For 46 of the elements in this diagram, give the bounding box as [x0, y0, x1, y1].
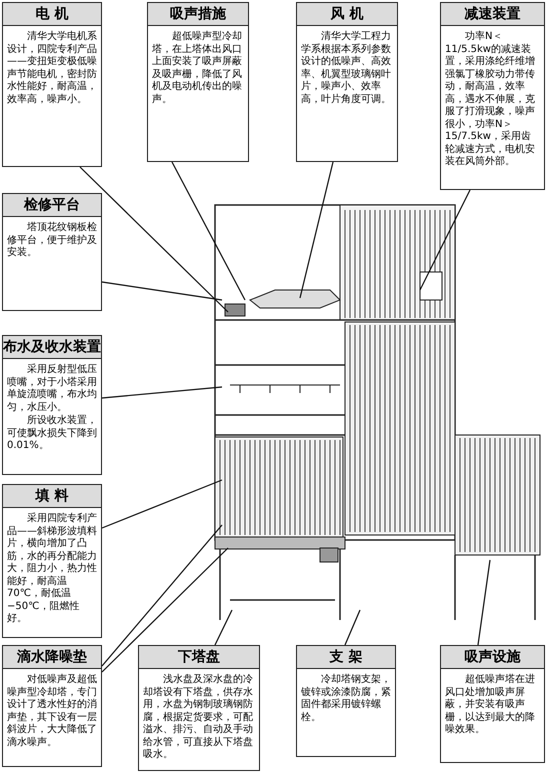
callout-text: 采用四院专利产品——斜梯形波填料片，横向增加了凸筋，水的再分配能力大，阻力小，热力性能好，耐高温70℃，耐低温−50℃，阻燃性好。	[6, 512, 98, 626]
callout-box	[2, 193, 102, 311]
callout-text: 浅水盘及深水盘的冷却塔设有下塔盘，供存水用，水盘为钢制玻璃钢防腐，根据定货要求，可配溢水、排污、自动及手动给水管，可直接从下塔盘吸水。	[142, 672, 254, 762]
leader-line	[419, 190, 471, 290]
callout-text: 清华大学工程力学系根据本系列参数设计的低噪声、高效率、机翼型玻璃钢叶片，噪声小、效率高，叶片角度可调。	[300, 30, 392, 106]
callout-text: 清华大学电机系设计，四院专利产品——变扭矩变极低噪声节能电机，密封防水性能好，耐高温，效率高，噪声小。	[6, 30, 98, 106]
leader-line	[214, 610, 233, 646]
leader-line	[102, 548, 228, 672]
callout-text: 对低噪声及超低噪声型冷却塔，专门设计了透水性好的消声垫，其下设有一层斜波片，大大降低了滴水噪声。	[6, 672, 98, 749]
callout-heading: 滴水降噪垫	[3, 646, 101, 669]
leader-line	[102, 524, 222, 666]
callout-text: 所设收水装置，可使飘水损失下降到0.01%。	[6, 414, 98, 452]
callout-box	[2, 2, 102, 167]
callout-box	[440, 645, 545, 763]
leader-line	[102, 479, 222, 529]
callout-text: 超低噪声塔在进风口处增加吸声屏蔽，并安装有吸声栅，以达到最大的降噪效果。	[444, 672, 536, 736]
callout-box	[2, 645, 102, 767]
leader-line	[477, 560, 491, 646]
callout-text: 采用反射型低压喷嘴，对于小塔采用单旋流喷嘴，布水均匀，水压小。	[6, 362, 98, 414]
callout-heading: 减速装置	[441, 3, 544, 26]
leader-line	[299, 162, 334, 298]
callout-box	[2, 335, 102, 475]
callout-heading: 下塔盘	[139, 646, 259, 669]
callout-box	[440, 2, 545, 190]
callout-heading: 风 机	[297, 3, 397, 26]
leader-line	[102, 281, 222, 301]
callout-heading: 支 架	[297, 646, 395, 669]
callout-box	[2, 484, 102, 638]
callout-heading: 布水及收水装置	[3, 336, 101, 359]
callout-heading: 吸声措施	[148, 3, 248, 26]
callout-heading: 吸声设施	[441, 646, 544, 669]
callout-text: 冷却塔钢支架，镀锌或涂漆防腐，紧固件都采用镀锌螺栓。	[300, 672, 392, 724]
leader-line	[80, 166, 228, 312]
leader-line	[344, 610, 361, 646]
callout-text: 塔顶花纹钢板检修平台，便于维护及安装。	[6, 220, 98, 260]
callout-heading: 填 料	[3, 485, 101, 508]
callout-box	[296, 645, 396, 757]
callout-box	[296, 2, 398, 162]
callout-heading: 检修平台	[3, 194, 101, 217]
callout-box	[147, 2, 249, 162]
callout-box	[138, 645, 260, 771]
callout-heading: 电 机	[3, 3, 101, 26]
leader-line	[171, 162, 246, 300]
leader-line	[102, 386, 222, 399]
callout-text: 功率N＜11/5.5kw的减速装置，采用涤纶纤维增强氯丁橡胶动力带传动，耐高温，效率高，遇水不伸展，克服了打滑现象，噪声很小，功率N＞15/7.5kw，采用齿轮减速方式，电机安装在风筒外部。	[444, 30, 536, 168]
callout-text: 超低噪声型冷却塔，在上塔体出风口上面安装了吸声屏蔽及吸声栅，降低了风机及电动机传出的噪声。	[151, 30, 243, 106]
